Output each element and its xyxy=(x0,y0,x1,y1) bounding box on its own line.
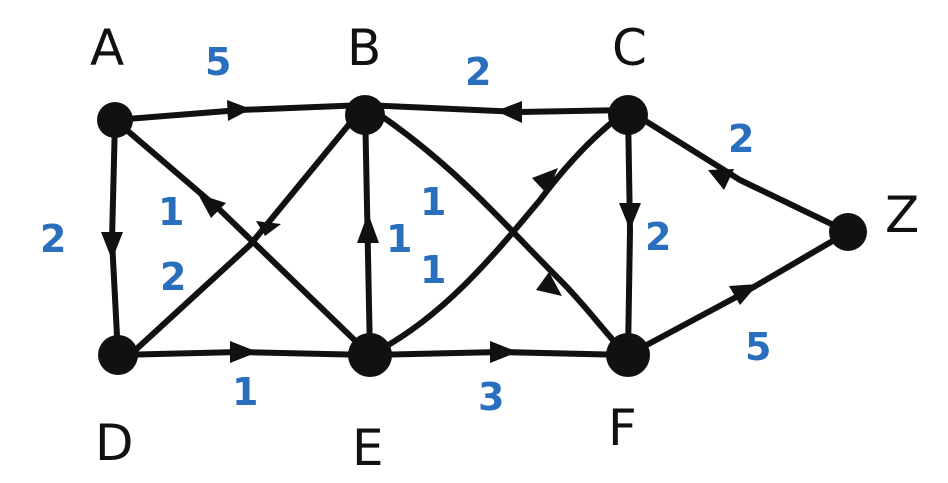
node-label-z: Z xyxy=(885,186,919,244)
weight-c-b: 2 xyxy=(465,50,491,94)
arrowhead-f-z xyxy=(729,284,758,305)
arrowhead-c-z xyxy=(708,169,734,190)
node-label-f: F xyxy=(608,399,637,457)
arrowhead-b-d xyxy=(256,221,281,236)
arrowhead-a-d xyxy=(101,232,123,260)
arrowhead-e-f xyxy=(490,341,518,363)
arrowhead-b-f xyxy=(536,272,562,296)
node-a xyxy=(97,102,133,138)
edges xyxy=(101,100,851,363)
edge-b-f xyxy=(362,102,631,358)
arrowhead-e-b xyxy=(357,213,379,243)
node-c xyxy=(608,95,648,135)
node-label-b: B xyxy=(347,19,381,77)
weight-f-z: 5 xyxy=(745,325,771,369)
node-label-d: D xyxy=(95,414,134,472)
edge-weights: 5 2 2 2 1 2 1 1 1 2 1 3 5 xyxy=(40,40,771,419)
arrowhead-e-a xyxy=(198,194,226,218)
node-f xyxy=(606,333,650,377)
weight-e-b: 1 xyxy=(386,217,412,261)
node-label-e: E xyxy=(352,419,384,477)
weight-d-e: 1 xyxy=(232,370,258,414)
node-labels: A B C D E F Z xyxy=(90,19,919,477)
weight-b-d: 2 xyxy=(160,255,186,299)
edge-c-f xyxy=(625,107,633,358)
weight-c-z: 2 xyxy=(728,117,754,161)
node-label-a: A xyxy=(90,19,124,77)
arrowhead-c-b xyxy=(496,101,522,123)
weight-e-c: 1 xyxy=(420,248,446,292)
node-z xyxy=(829,213,867,251)
weight-a-d: 2 xyxy=(40,217,66,261)
edge-e-a xyxy=(112,117,373,358)
weight-a-b: 5 xyxy=(205,40,231,84)
node-label-c: C xyxy=(612,19,647,77)
arrowhead-e-c xyxy=(532,168,558,194)
node-e xyxy=(348,333,392,377)
weight-e-f: 3 xyxy=(478,375,504,419)
node-b xyxy=(345,95,385,135)
edge-c-z xyxy=(625,107,851,235)
weight-e-a: 1 xyxy=(158,190,184,234)
edge-e-c xyxy=(367,107,631,358)
weight-b-f: 1 xyxy=(420,180,446,224)
node-d xyxy=(98,335,138,375)
nodes xyxy=(97,95,867,377)
arrowhead-d-e xyxy=(230,341,258,363)
arrowhead-a-b xyxy=(227,100,251,121)
weight-c-f: 2 xyxy=(645,215,671,259)
edge-b-d xyxy=(127,102,368,358)
arrowhead-c-f xyxy=(619,203,641,230)
